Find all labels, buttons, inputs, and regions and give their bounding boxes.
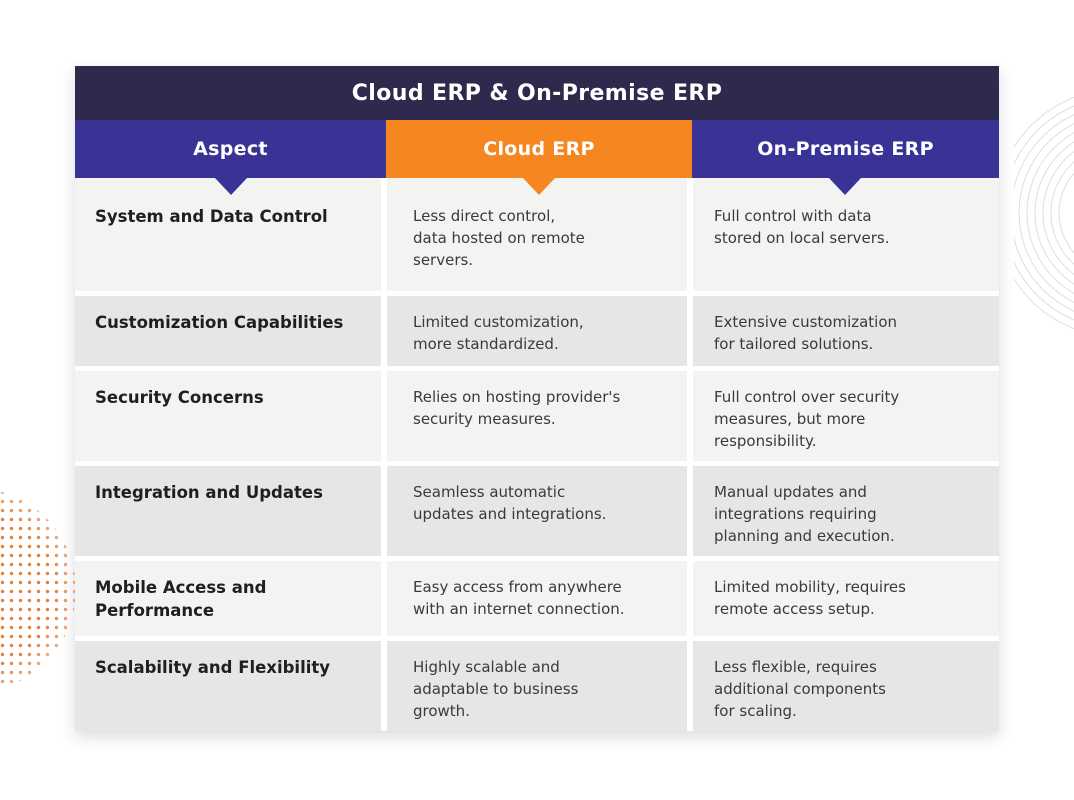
cloud-erp-cell: Relies on hosting provider's security me… [387,371,687,461]
cloud-erp-pointer-icon [523,178,555,195]
table-row: Mobile Access and Performance Easy acces… [75,561,999,636]
cloud-erp-cell: Limited customization, more standardized… [387,296,687,366]
concentric-circles-decoration [1014,96,1074,330]
table-title: Cloud ERP & On-Premise ERP [351,80,723,106]
column-header-cloud-erp: Cloud ERP [386,120,692,178]
column-header-aspect: Aspect [75,120,386,178]
cloud-erp-cell: Easy access from anywhere with an intern… [387,561,687,636]
on-premise-cell: Full control with data stored on local s… [693,178,999,291]
table-row: Customization Capabilities Limited custo… [75,296,999,366]
table-row: System and Data Control Less direct cont… [75,178,999,291]
on-premise-cell: Full control over security measures, but… [693,371,999,461]
table-row: Security Concerns Relies on hosting prov… [75,371,999,461]
on-premise-cell: Less flexible, requires additional compo… [693,641,999,731]
cloud-erp-cell: Highly scalable and adaptable to busines… [387,641,687,731]
halftone-dots-decoration [0,488,76,692]
aspect-cell: System and Data Control [75,178,381,291]
table-header-row: Aspect Cloud ERP On-Premise ERP [75,120,999,178]
on-premise-cell: Limited mobility, requires remote access… [693,561,999,636]
on-premise-cell: Extensive customization for tailored sol… [693,296,999,366]
aspect-cell: Integration and Updates [75,466,381,556]
table-title-bar: Cloud ERP & On-Premise ERP [75,66,999,120]
comparison-table: Cloud ERP & On-Premise ERP Aspect Cloud … [75,66,999,731]
on-premise-pointer-icon [829,178,861,195]
aspect-pointer-icon [215,178,247,195]
on-premise-cell: Manual updates and integrations requirin… [693,466,999,556]
cloud-erp-cell: Less direct control, data hosted on remo… [387,178,687,291]
table-body: System and Data Control Less direct cont… [75,178,999,731]
table-row: Integration and Updates Seamless automat… [75,466,999,556]
aspect-cell: Scalability and Flexibility [75,641,381,731]
cloud-erp-cell: Seamless automatic updates and integrati… [387,466,687,556]
table-row: Scalability and Flexibility Highly scala… [75,641,999,731]
aspect-cell: Mobile Access and Performance [75,561,381,636]
column-header-on-premise-erp: On-Premise ERP [692,120,999,178]
aspect-cell: Customization Capabilities [75,296,381,366]
aspect-cell: Security Concerns [75,371,381,461]
